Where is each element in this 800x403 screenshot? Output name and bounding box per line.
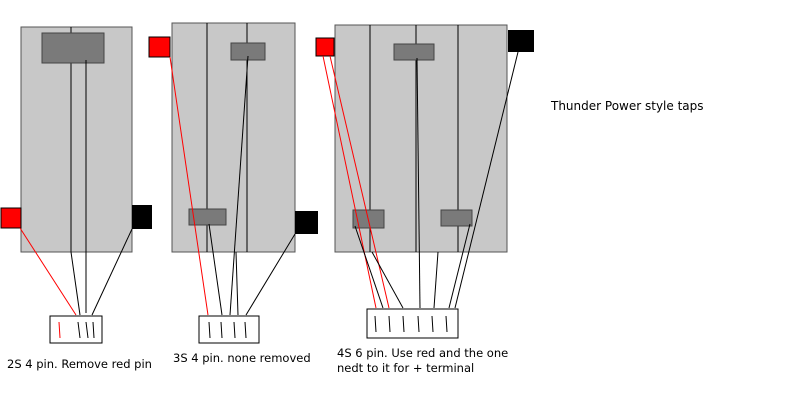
tap-wire [371, 251, 404, 309]
diagram-label-3s: 3S 4 pin. none removed [173, 351, 311, 365]
connector-pin [402, 315, 405, 333]
tap-wire [208, 223, 223, 316]
balance-connector-4s [366, 308, 459, 339]
connector-pin [85, 321, 89, 339]
connector-pin [445, 315, 448, 333]
negative-wire [91, 228, 133, 316]
tap-wire [70, 251, 81, 316]
pack-2s: 2S 4 pin. Remove red pin [0, 26, 152, 371]
cell-tab [188, 208, 227, 226]
pack-2s-body [20, 26, 133, 253]
cell-tab [41, 32, 105, 64]
connector-pin [208, 321, 211, 339]
positive-wire [19, 227, 77, 316]
pack-3s: 3S 4 pin. none removed [148, 22, 318, 365]
tap-wire [235, 251, 239, 316]
connector-pin [233, 321, 236, 339]
balance-connector-2s [49, 315, 103, 344]
tap-wire [416, 57, 421, 309]
diagram-label-2s: 2S 4 pin. Remove red pin [7, 357, 152, 371]
positive-terminal [0, 207, 22, 229]
cell-tab [440, 209, 473, 227]
positive-wire [322, 55, 377, 309]
positive-wire [329, 55, 390, 309]
balance-connector-3s [198, 315, 260, 344]
connector-pin-removed [58, 321, 61, 339]
connector-pin [388, 315, 391, 333]
connector-pin [417, 315, 420, 333]
negative-terminal [132, 205, 152, 229]
pack-4s: 4S 6 pin. Use red and the one nedt to it… [315, 24, 534, 375]
tap-wire [433, 251, 439, 309]
negative-terminal [295, 211, 318, 234]
negative-wire [454, 51, 519, 309]
connector-pin [244, 321, 247, 339]
negative-wire [245, 233, 296, 316]
diagram-label-4s: 4S 6 pin. Use red and the one nedt to it… [337, 346, 512, 375]
connector-pin [431, 315, 434, 333]
connector-pin [92, 321, 95, 339]
tap-wire [229, 55, 249, 316]
diagram-title: Thunder Power style taps [550, 99, 704, 113]
connector-pin [77, 321, 81, 339]
cell-tab [393, 43, 435, 61]
tap-wire [448, 223, 471, 309]
positive-wire [169, 56, 209, 316]
positive-terminal [315, 37, 335, 57]
connector-pin [374, 315, 377, 333]
tap-wire [354, 225, 384, 309]
negative-terminal [508, 30, 534, 52]
connector-pin [220, 321, 223, 339]
positive-terminal [148, 36, 171, 58]
